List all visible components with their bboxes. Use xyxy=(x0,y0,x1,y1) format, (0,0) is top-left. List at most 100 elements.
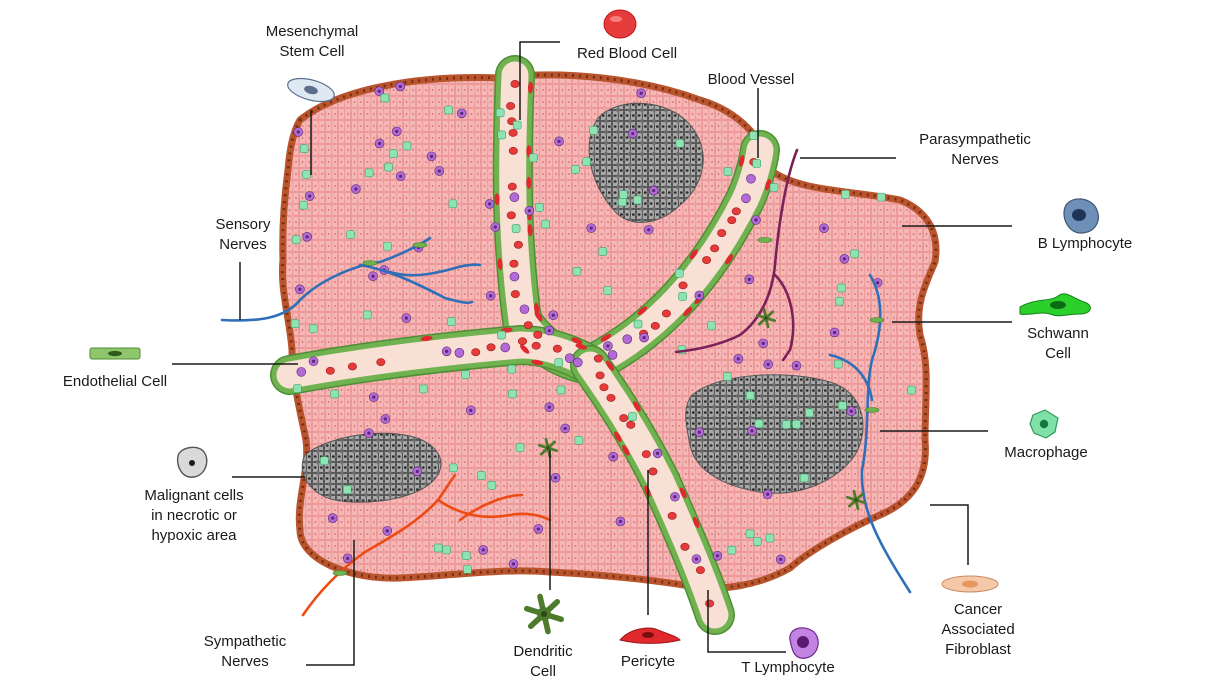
red-blood-cell-highlight-icon xyxy=(610,16,622,22)
tissue-macrophage xyxy=(302,171,310,179)
nerve-schwann-cell xyxy=(363,261,377,266)
tissue-macrophage xyxy=(498,331,506,339)
tissue-macrophage xyxy=(805,409,813,417)
label-sympathetic-nerves: Sympathetic Nerves xyxy=(190,632,300,672)
vessel-t-lymphocyte xyxy=(623,335,632,344)
tissue-macrophage xyxy=(300,145,308,153)
nerve-schwann-cell xyxy=(413,243,427,248)
tissue-t-lymphocyte-nucleus xyxy=(643,336,646,339)
tissue-macrophage xyxy=(604,287,612,295)
tissue-dendritic-cell-nucleus xyxy=(855,499,858,502)
tissue-t-lymphocyte-nucleus xyxy=(430,155,433,158)
tissue-macrophage xyxy=(837,284,845,292)
tissue-macrophage xyxy=(877,193,885,201)
label-parasympathetic-nerves: Parasympathetic Nerves xyxy=(900,130,1050,170)
tissue-macrophage xyxy=(555,359,563,367)
label-b-lymphocyte: B Lymphocyte xyxy=(1020,234,1150,254)
tissue-macrophage xyxy=(766,534,774,542)
tissue-macrophage xyxy=(590,126,598,134)
tissue-macrophage xyxy=(599,248,607,256)
vessel-red-blood-cell xyxy=(472,349,480,356)
vessel-red-blood-cell xyxy=(627,421,635,428)
tissue-macrophage xyxy=(620,191,628,199)
tissue-macrophage xyxy=(389,150,397,158)
tissue-macrophage xyxy=(536,203,544,211)
vessel-t-lymphocyte xyxy=(455,348,464,357)
tissue-t-lymphocyte-nucleus xyxy=(346,557,349,560)
tissue-macrophage xyxy=(724,168,732,176)
vessel-t-lymphocyte xyxy=(608,350,617,359)
tissue-t-lymphocyte-nucleus xyxy=(399,85,402,88)
vessel-red-blood-cell xyxy=(642,451,650,458)
tissue-macrophage xyxy=(462,371,470,379)
tissue-macrophage xyxy=(835,297,843,305)
tissue-macrophage xyxy=(291,320,299,328)
tissue-macrophage xyxy=(770,183,778,191)
vessel-red-blood-cell xyxy=(696,567,704,574)
tissue-t-lymphocyte-nucleus xyxy=(698,294,701,297)
tissue-dendritic-cell-nucleus xyxy=(765,317,768,320)
schwann-cell-nucleus-icon xyxy=(1050,301,1066,309)
tissue-macrophage xyxy=(513,121,521,129)
vessel-red-blood-cell xyxy=(507,212,515,219)
tissue-macrophage xyxy=(331,390,339,398)
tissue-t-lymphocyte-nucleus xyxy=(876,281,879,284)
nerve-schwann-cell xyxy=(870,318,884,323)
vessel-t-lymphocyte xyxy=(746,174,755,183)
vessel-red-blood-cell xyxy=(508,183,516,190)
tissue-macrophage xyxy=(746,530,754,538)
tissue-t-lymphocyte-nucleus xyxy=(833,331,836,334)
tissue-macrophage xyxy=(320,457,328,465)
tissue-t-lymphocyte-nucleus xyxy=(512,562,515,565)
vessel-red-blood-cell xyxy=(649,468,657,475)
vessel-red-blood-cell xyxy=(348,363,356,370)
tissue-t-lymphocyte-nucleus xyxy=(795,364,798,367)
leader-cancer-associated-fibroblast xyxy=(930,505,968,565)
nerve-schwann-cell xyxy=(865,408,879,413)
tissue-t-lymphocyte-nucleus xyxy=(754,218,757,221)
vessel-red-blood-cell xyxy=(506,102,514,109)
tissue-macrophage xyxy=(676,139,684,147)
tissue-t-lymphocyte-nucleus xyxy=(748,278,751,281)
tissue-dendritic-cell-nucleus xyxy=(547,447,550,450)
vessel-t-lymphocyte xyxy=(520,305,529,314)
tissue-t-lymphocyte-nucleus xyxy=(557,140,560,143)
tissue-macrophage xyxy=(463,565,471,573)
tissue-t-lymphocyte-nucleus xyxy=(548,406,551,409)
tissue-macrophage xyxy=(728,546,736,554)
tissue-macrophage xyxy=(628,413,636,421)
tissue-macrophage xyxy=(477,472,485,480)
tissue-macrophage xyxy=(907,386,915,394)
tissue-t-lymphocyte-nucleus xyxy=(416,470,419,473)
label-macrophage: Macrophage xyxy=(988,443,1104,463)
tissue-macrophage xyxy=(782,421,790,429)
vessel-red-blood-cell xyxy=(509,147,517,154)
vessel-red-blood-cell xyxy=(600,384,608,391)
tissue-macrophage xyxy=(462,552,470,560)
vessel-red-blood-cell xyxy=(679,282,687,289)
tissue-macrophage xyxy=(575,436,583,444)
macrophage-nucleus-icon xyxy=(1040,420,1048,428)
vessel-red-blood-cell xyxy=(596,372,604,379)
vessel-red-blood-cell xyxy=(514,241,522,248)
tissue-macrophage xyxy=(753,538,761,546)
vessel-red-blood-cell xyxy=(510,260,518,267)
vessel-t-lymphocyte xyxy=(510,193,519,202)
tissue-t-lymphocyte-nucleus xyxy=(716,554,719,557)
tissue-t-lymphocyte-nucleus xyxy=(619,520,622,523)
vessel-red-blood-cell xyxy=(377,358,385,365)
tissue-macrophage xyxy=(447,318,455,326)
tissue-macrophage xyxy=(516,444,524,452)
tissue-macrophage xyxy=(724,373,732,381)
vessel-red-blood-cell xyxy=(487,344,495,351)
tissue-t-lymphocyte-nucleus xyxy=(469,409,472,412)
tissue-t-lymphocyte-nucleus xyxy=(737,357,740,360)
tissue-macrophage xyxy=(792,420,800,428)
tissue-macrophage xyxy=(573,267,581,275)
label-pericyte: Pericyte xyxy=(608,652,688,672)
tissue-t-lymphocyte-nucleus xyxy=(612,455,615,458)
vessel-red-blood-cell xyxy=(705,600,713,607)
tissue-t-lymphocyte-nucleus xyxy=(384,417,387,420)
tissue-macrophage xyxy=(755,420,763,428)
